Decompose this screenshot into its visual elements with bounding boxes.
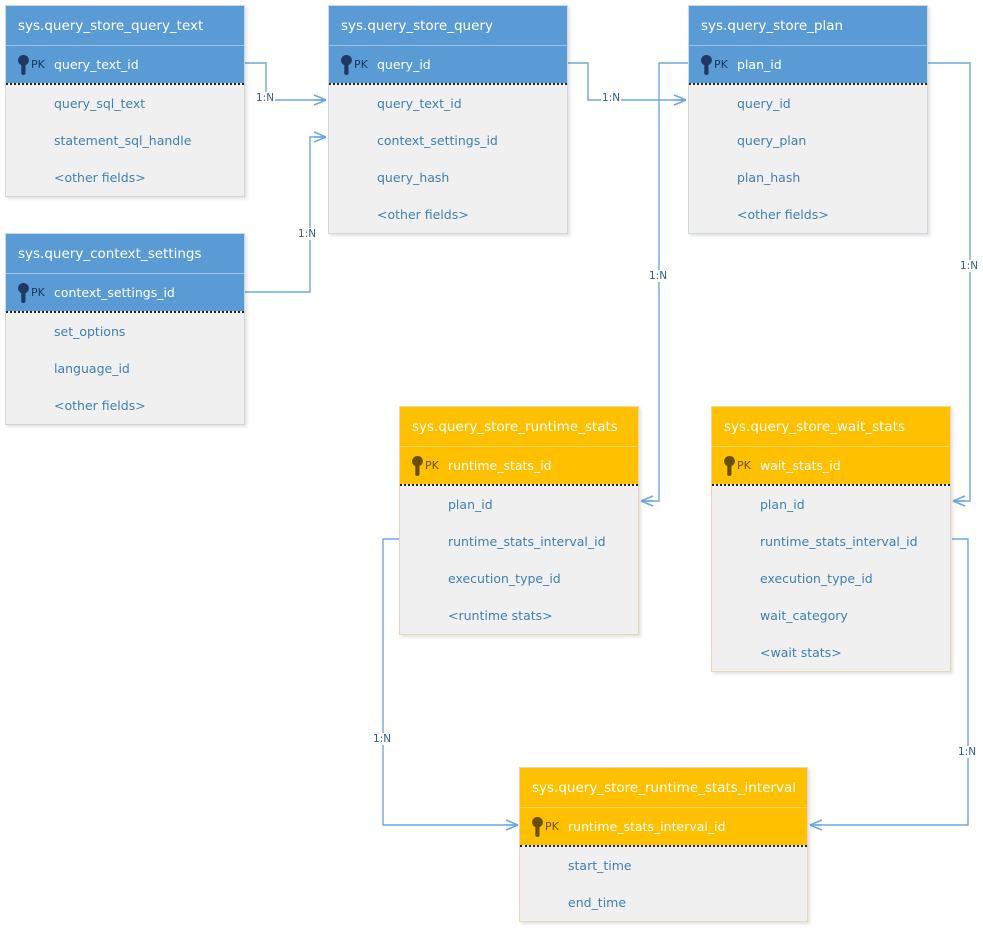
- field-row: query_text_id: [377, 96, 462, 111]
- pk-badge: PK: [31, 58, 45, 71]
- field-row: <wait stats>: [760, 645, 842, 660]
- field-row: plan_id: [760, 497, 805, 512]
- key-icon: [724, 456, 735, 476]
- key-icon: [18, 55, 29, 75]
- entity-title: sys.query_store_runtime_stats: [400, 407, 638, 447]
- wire-context-settings: [245, 136, 326, 293]
- entity-fields: start_time end_time: [520, 845, 807, 921]
- primary-key-row[interactable]: PK wait_stats_id: [712, 447, 950, 484]
- entity-query-store-plan[interactable]: sys.query_store_plan PK plan_id query_id…: [688, 5, 928, 234]
- pk-field-name: query_text_id: [54, 57, 139, 72]
- entity-fields: query_id query_plan plan_hash <other fie…: [689, 83, 927, 233]
- primary-key-row[interactable]: PK runtime_stats_interval_id: [520, 808, 807, 845]
- entity-title: sys.query_store_wait_stats: [712, 407, 950, 447]
- wire-plan-runtime: [641, 62, 688, 502]
- primary-key-row[interactable]: PK plan_id: [689, 46, 927, 83]
- entity-fields: query_text_id context_settings_id query_…: [329, 83, 567, 233]
- entity-fields: query_sql_text statement_sql_handle <oth…: [6, 83, 244, 196]
- primary-key-row[interactable]: PK runtime_stats_id: [400, 447, 638, 484]
- field-row: runtime_stats_interval_id: [448, 534, 606, 549]
- relationship-label-query-text: 1:N: [255, 92, 276, 104]
- field-row: <other fields>: [54, 398, 146, 413]
- key-icon: [532, 817, 543, 837]
- pk-field-name: wait_stats_id: [760, 458, 841, 473]
- entity-title: sys.query_store_plan: [689, 6, 927, 46]
- field-row: wait_category: [760, 608, 848, 623]
- pk-field-name: runtime_stats_id: [448, 458, 552, 473]
- entity-query-store-query[interactable]: sys.query_store_query PK query_id query_…: [328, 5, 568, 234]
- pk-badge: PK: [354, 58, 368, 71]
- pk-field-name: query_id: [377, 57, 431, 72]
- field-row: end_time: [568, 895, 627, 910]
- field-row: execution_type_id: [760, 571, 873, 586]
- primary-key-row[interactable]: PK context_settings_id: [6, 274, 244, 311]
- field-row: <other fields>: [737, 207, 829, 222]
- entity-query-context-settings[interactable]: sys.query_context_settings PK context_se…: [5, 233, 245, 425]
- entity-title: sys.query_store_query: [329, 6, 567, 46]
- entity-title: sys.query_store_query_text: [6, 6, 244, 46]
- primary-key-row[interactable]: PK query_id: [329, 46, 567, 83]
- relationship-label-plan-runtime: 1:N: [648, 270, 669, 282]
- pk-field-name: runtime_stats_interval_id: [568, 819, 726, 834]
- pk-badge: PK: [425, 459, 439, 472]
- relationship-label-wait-interval: 1:N: [957, 746, 978, 758]
- field-row: <other fields>: [54, 170, 146, 185]
- entity-fields: plan_id runtime_stats_interval_id execut…: [712, 484, 950, 671]
- relationship-label-runtime-interval: 1:N: [372, 733, 393, 745]
- entity-query-store-wait-stats[interactable]: sys.query_store_wait_stats PK wait_stats…: [711, 406, 951, 672]
- pk-badge: PK: [545, 820, 559, 833]
- relationship-label-context-settings: 1:N: [297, 228, 318, 240]
- field-row: plan_hash: [737, 170, 801, 185]
- entity-title: sys.query_context_settings: [6, 234, 244, 274]
- field-row: execution_type_id: [448, 571, 561, 586]
- field-row: language_id: [54, 361, 130, 376]
- pk-field-name: context_settings_id: [54, 285, 175, 300]
- field-row: context_settings_id: [377, 133, 498, 148]
- key-icon: [412, 456, 423, 476]
- pk-field-name: plan_id: [737, 57, 782, 72]
- field-row: start_time: [568, 858, 632, 873]
- field-row: query_id: [737, 96, 791, 111]
- pk-badge: PK: [714, 58, 728, 71]
- relationship-label-query-plan: 1:N: [601, 92, 622, 104]
- relationship-label-plan-wait: 1:N: [959, 260, 980, 272]
- field-row: set_options: [54, 324, 126, 339]
- key-icon: [18, 283, 29, 303]
- field-row: <other fields>: [377, 207, 469, 222]
- entity-query-store-query-text[interactable]: sys.query_store_query_text PK query_text…: [5, 5, 245, 197]
- entity-title: sys.query_store_runtime_stats_interval: [520, 768, 807, 808]
- field-row: statement_sql_handle: [54, 133, 192, 148]
- primary-key-row[interactable]: PK query_text_id: [6, 46, 244, 83]
- field-row: runtime_stats_interval_id: [760, 534, 918, 549]
- entity-query-store-runtime-stats-interval[interactable]: sys.query_store_runtime_stats_interval P…: [519, 767, 808, 922]
- entity-fields: plan_id runtime_stats_interval_id execut…: [400, 484, 638, 634]
- field-row: query_sql_text: [54, 96, 146, 111]
- wire-query-plan: [568, 62, 686, 101]
- pk-badge: PK: [737, 459, 751, 472]
- key-icon: [701, 55, 712, 75]
- field-row: query_plan: [737, 133, 807, 148]
- field-row: plan_id: [448, 497, 493, 512]
- entity-fields: set_options language_id <other fields>: [6, 311, 244, 424]
- entity-query-store-runtime-stats[interactable]: sys.query_store_runtime_stats PK runtime…: [399, 406, 639, 635]
- key-icon: [341, 55, 352, 75]
- pk-badge: PK: [31, 286, 45, 299]
- field-row: query_hash: [377, 170, 450, 185]
- field-row: <runtime stats>: [448, 608, 553, 623]
